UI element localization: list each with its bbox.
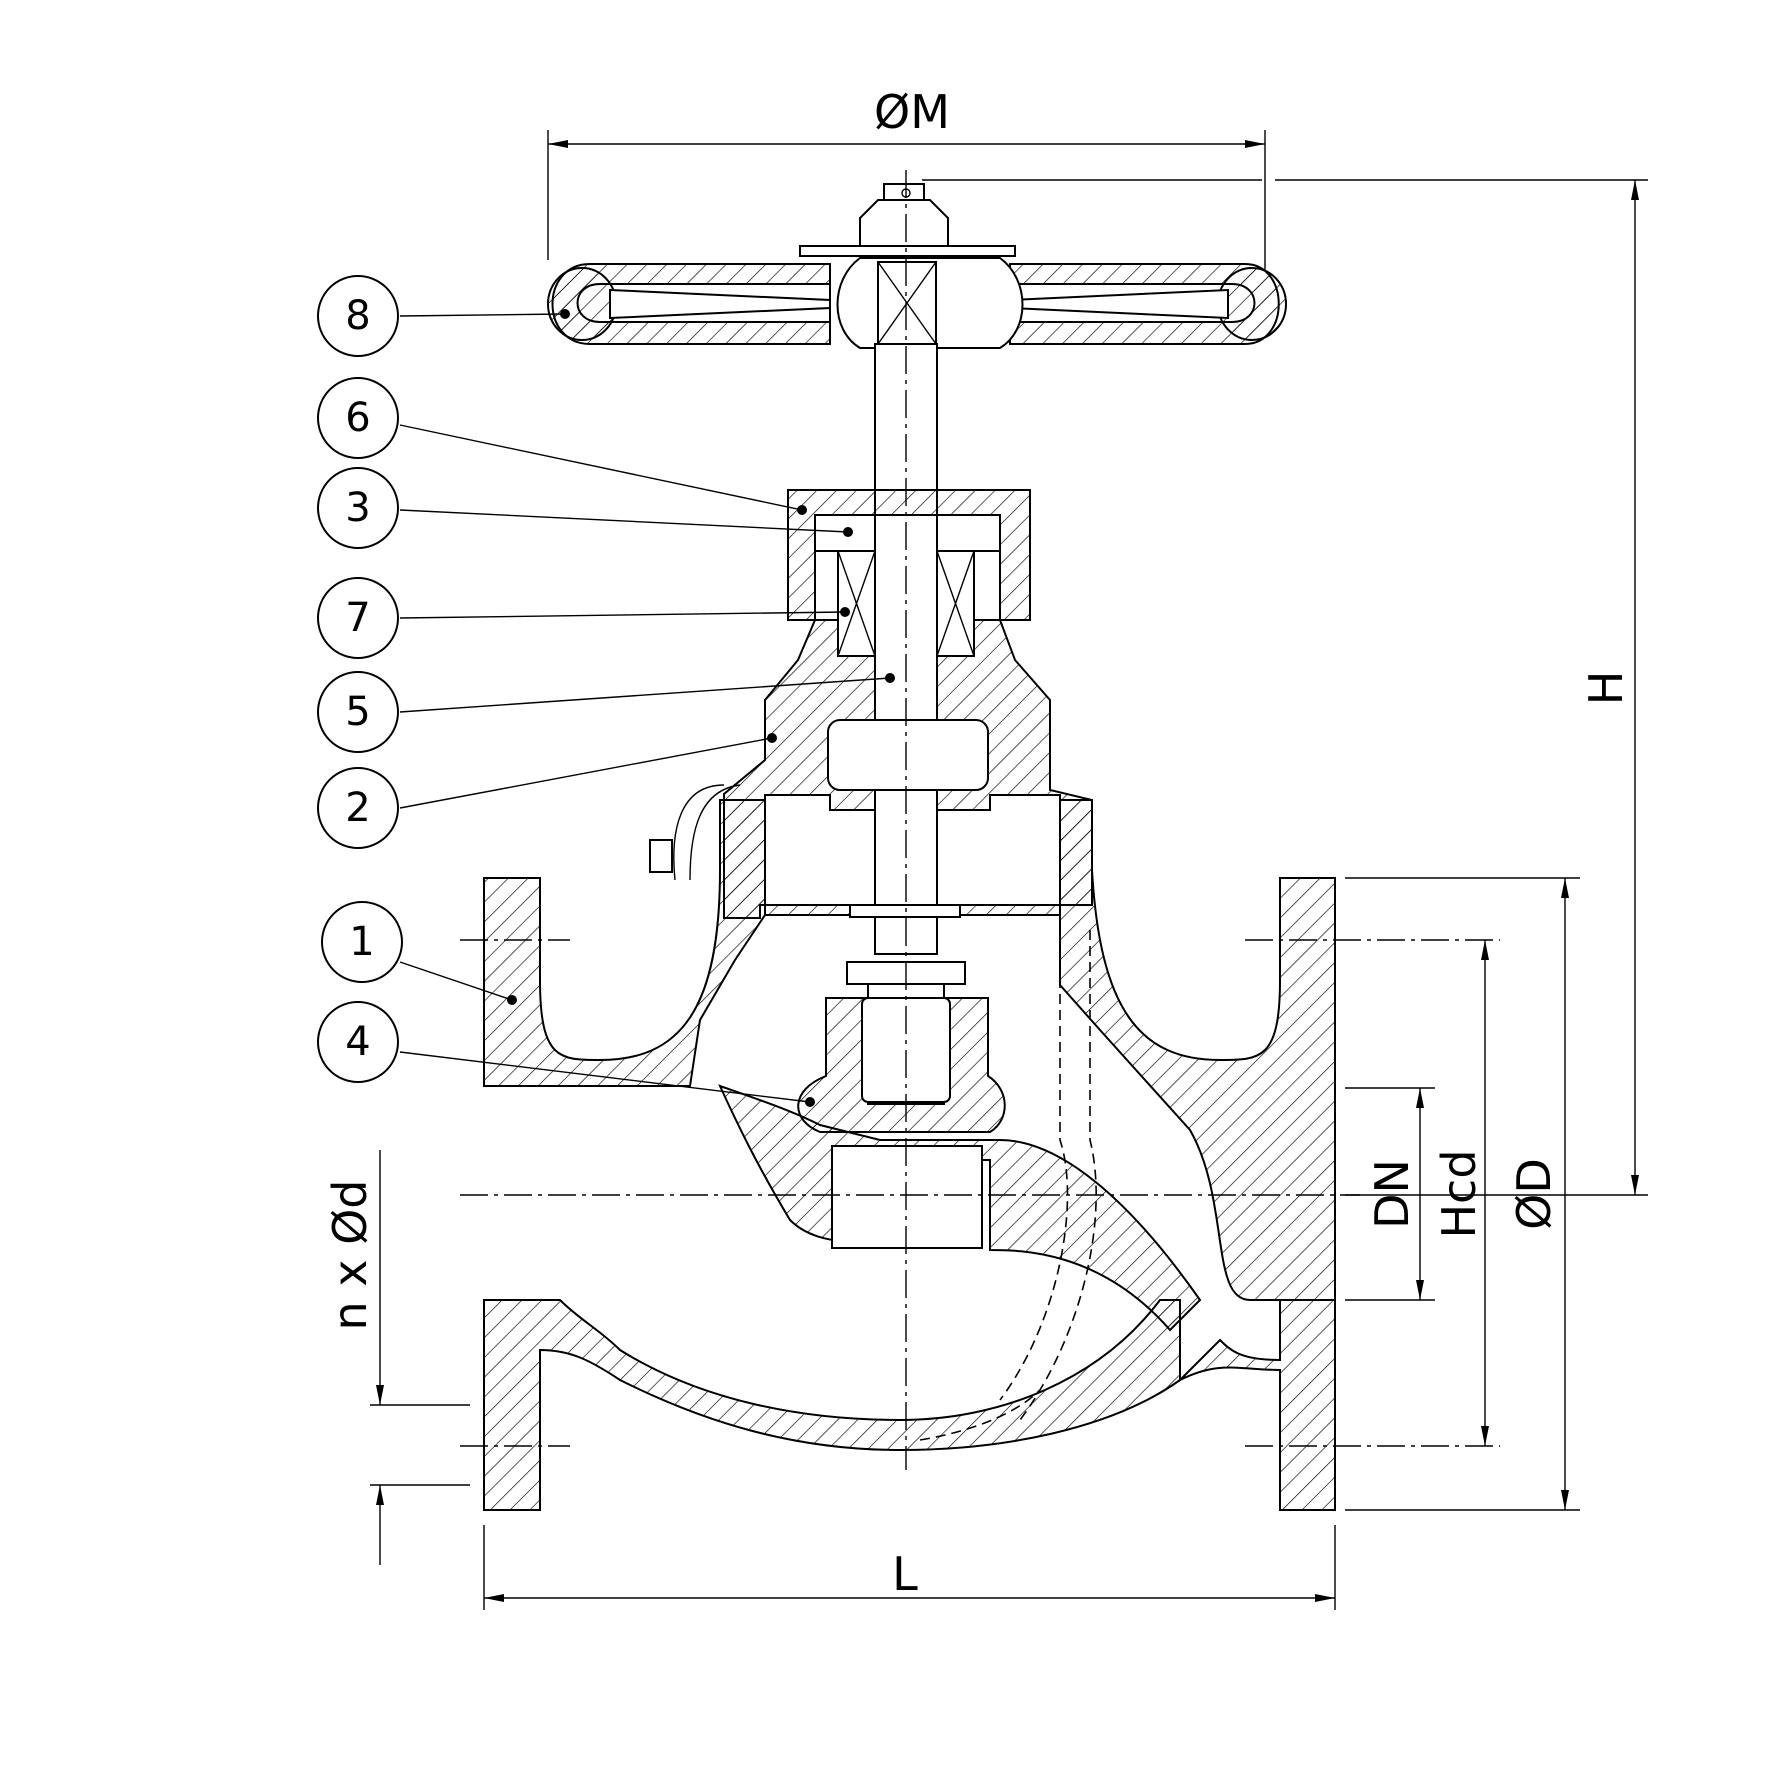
balloon-6-label: 6 — [345, 395, 370, 441]
balloon-5-label: 5 — [345, 689, 370, 735]
dim-label-H: H — [1579, 671, 1633, 706]
balloon-8-label: 8 — [345, 293, 370, 339]
balloon-7-label: 7 — [345, 595, 370, 641]
dim-label-Hcd: Hcd — [1432, 1149, 1486, 1238]
dim-label-D: ØD — [1507, 1158, 1561, 1230]
balloon-5: 5 — [317, 671, 399, 753]
balloon-7: 7 — [317, 577, 399, 659]
balloon-1-label: 1 — [349, 919, 374, 965]
bonnet — [649, 619, 1093, 919]
balloon-3-label: 3 — [345, 485, 370, 531]
balloon-2-label: 2 — [345, 785, 370, 831]
leader-lines — [399, 309, 895, 1107]
balloon-3: 3 — [317, 467, 399, 549]
balloon-2: 2 — [317, 767, 399, 849]
dim-label-DN: DN — [1365, 1159, 1419, 1229]
balloon-4-label: 4 — [345, 1019, 370, 1065]
balloon-1: 1 — [321, 901, 403, 983]
dim-label-M: ØM — [874, 85, 950, 139]
handwheel — [547, 183, 1287, 349]
dim-label-nxd: n x Ød — [323, 1179, 377, 1330]
disc — [797, 997, 1006, 1133]
gland-nut — [787, 489, 1031, 657]
balloon-6: 6 — [317, 377, 399, 459]
valve-body — [483, 799, 1336, 1511]
balloon-4: 4 — [317, 1001, 399, 1083]
dimension-lines — [370, 130, 1648, 1610]
dim-label-L: L — [892, 1547, 918, 1601]
balloon-8: 8 — [317, 275, 399, 357]
